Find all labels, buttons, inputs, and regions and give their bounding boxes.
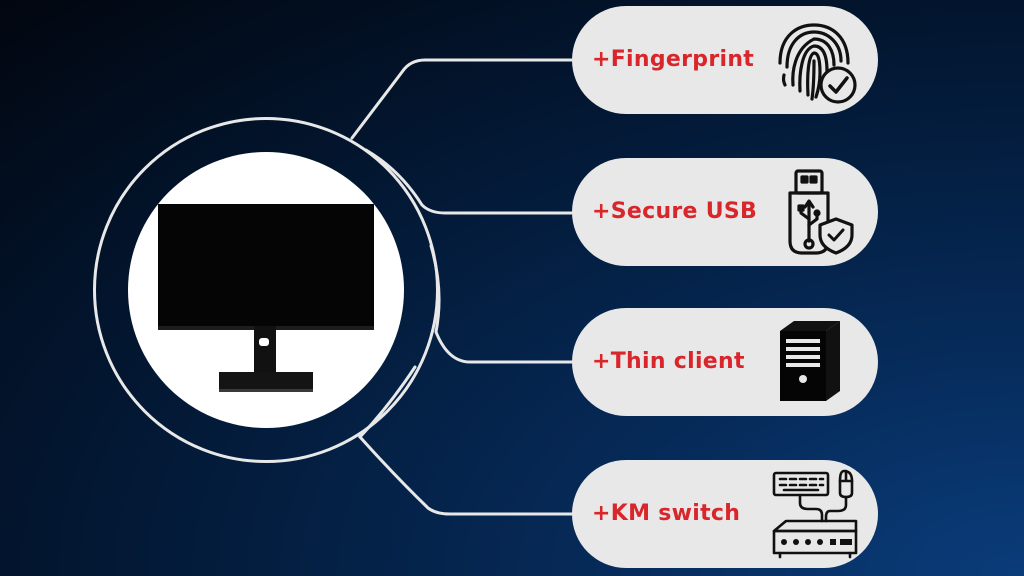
connector-secure-usb [364,148,577,215]
label-thin-client: +Thin client [592,349,745,374]
connector-thin-client [429,244,577,364]
usb-shield-icon [788,169,854,255]
hub-circle [128,152,404,428]
fingerprint-check-icon [778,23,857,104]
computer-tower-icon [780,321,840,401]
hub-ring [93,117,439,463]
connector-fingerprint [350,58,577,140]
label-km-switch: +KM switch [592,501,741,526]
label-secure-usb: +Secure USB [592,199,758,224]
monitor-icon [158,204,374,392]
pill-km-switch: +KM switch [572,460,878,568]
keyboard-mouse-switch-icon [772,469,858,559]
pill-fingerprint: +Fingerprint [572,6,878,114]
label-fingerprint: +Fingerprint [592,47,755,72]
pill-secure-usb: +Secure USB [572,158,878,266]
pill-thin-client: +Thin client [572,308,878,416]
